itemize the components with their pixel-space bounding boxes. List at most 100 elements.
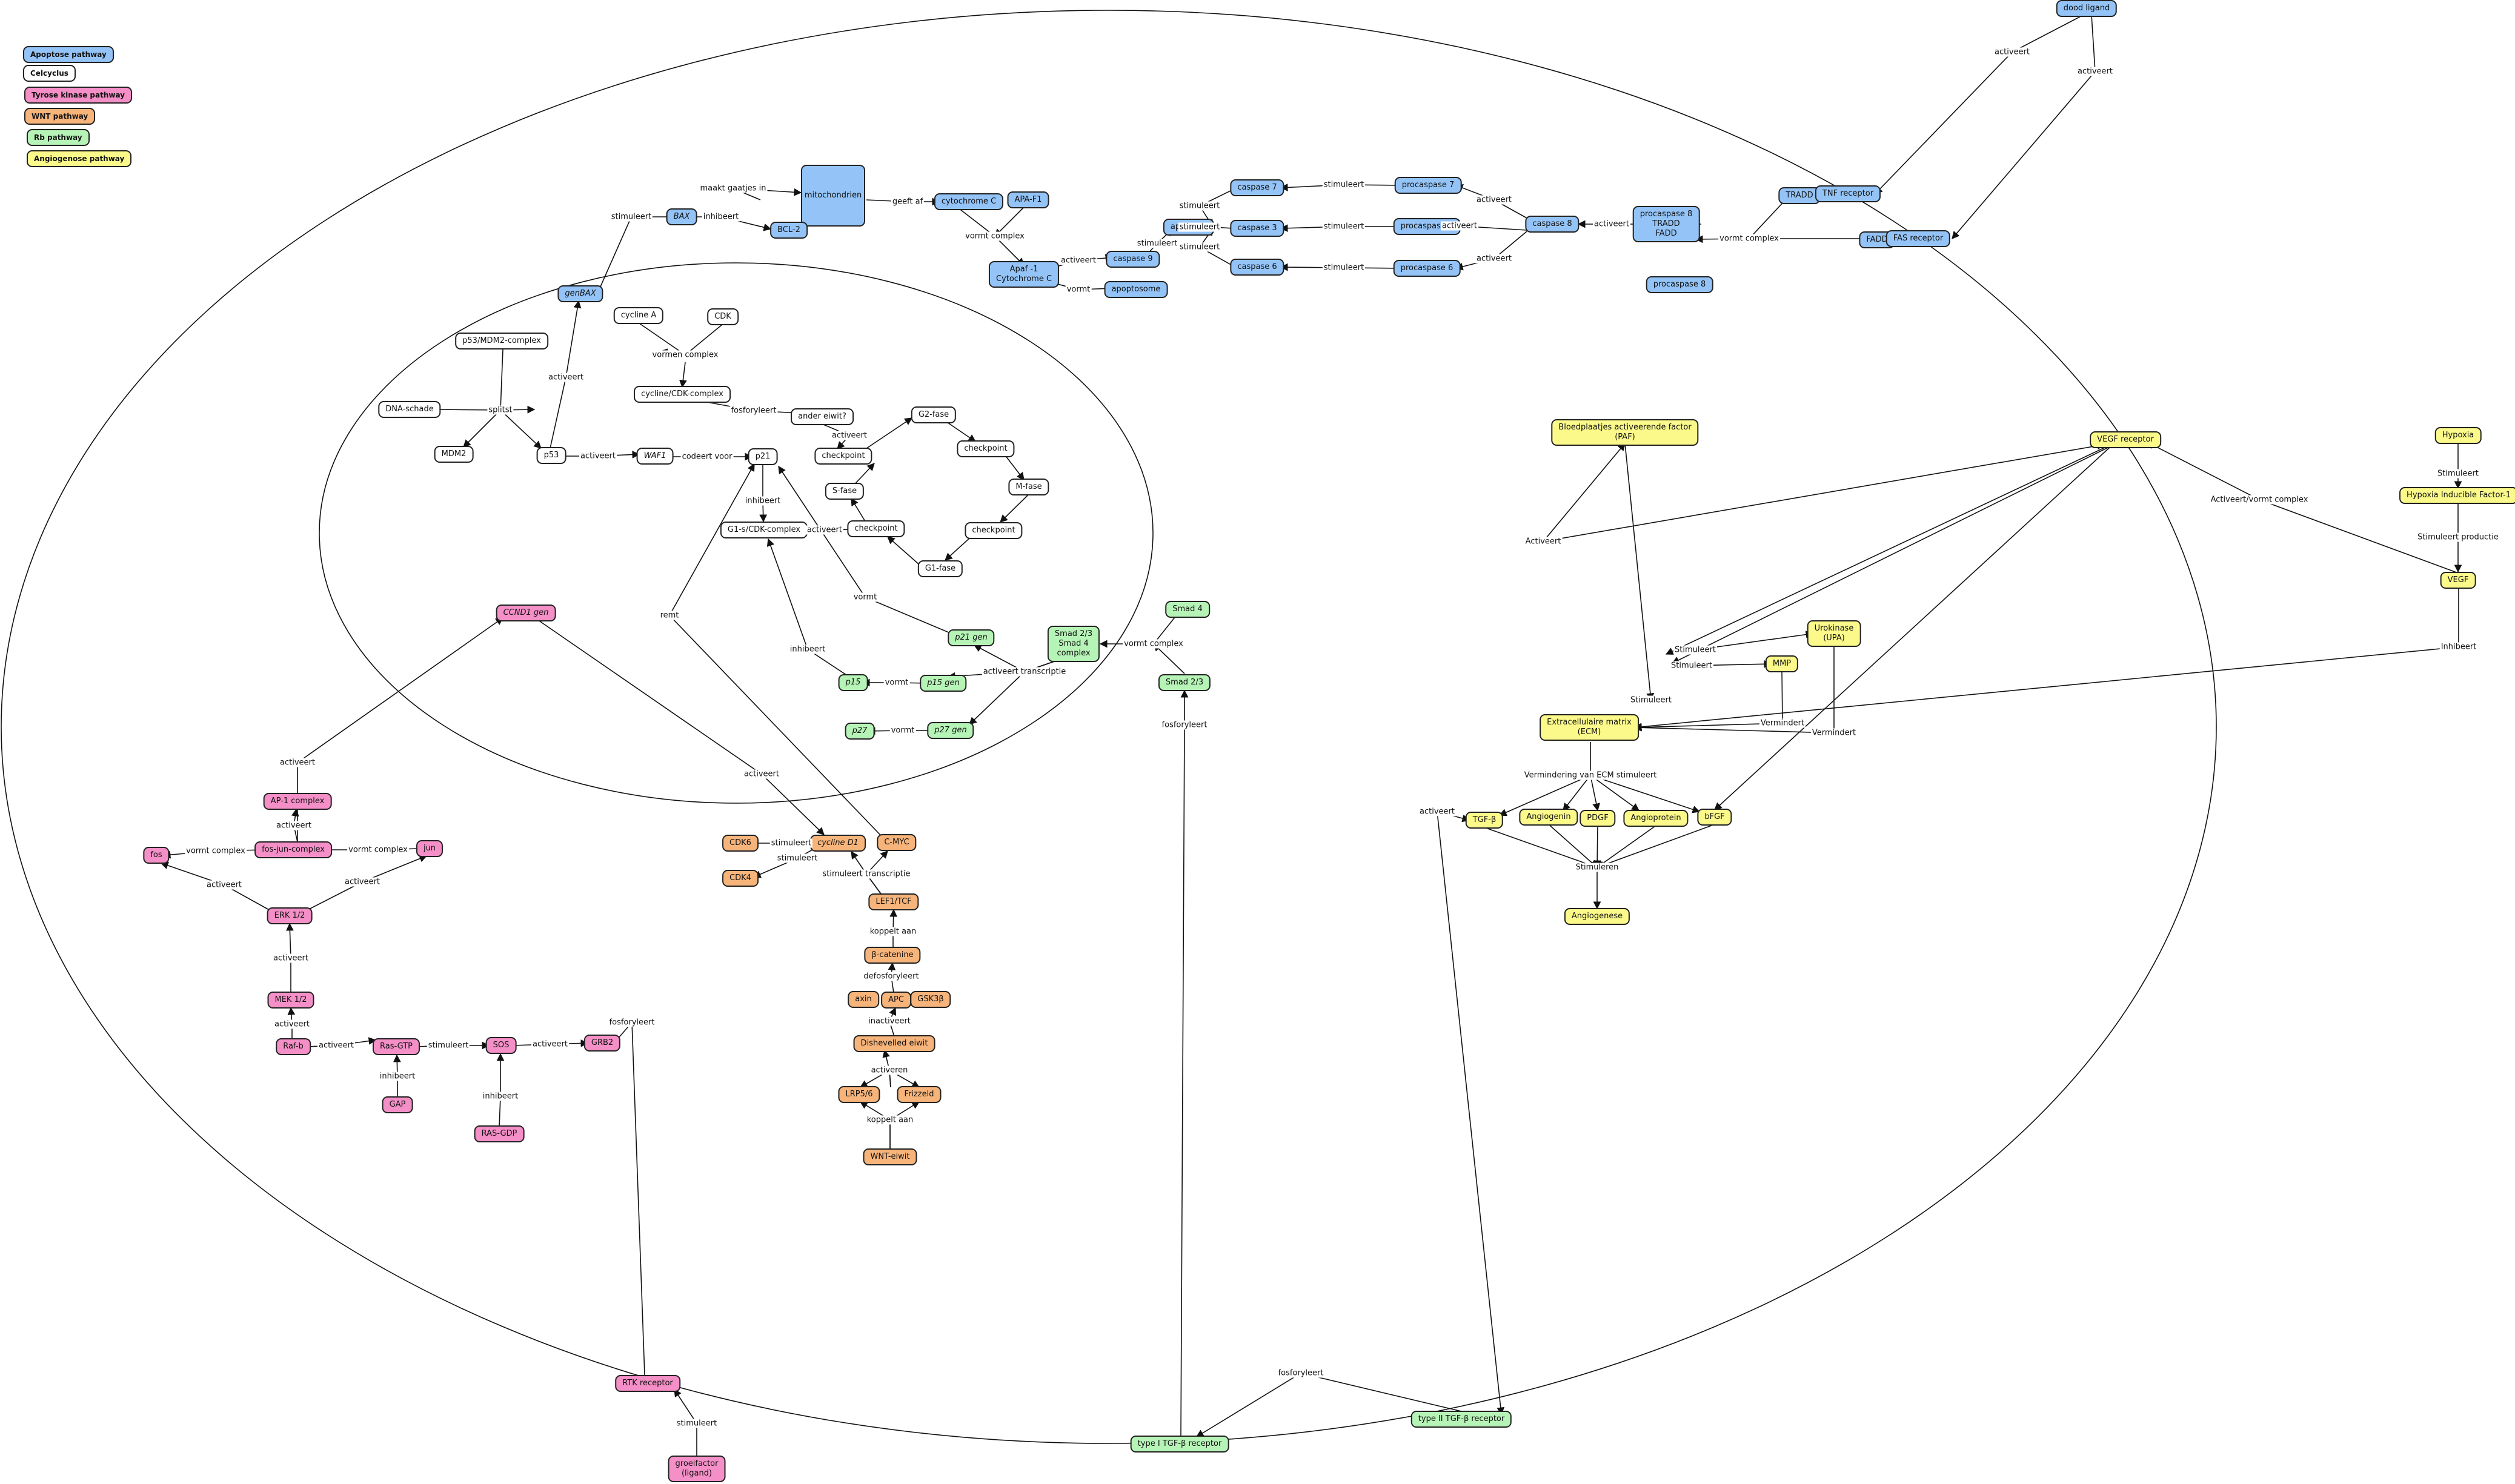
edge-label-vormt: vormt bbox=[883, 678, 910, 687]
edge-arrow-0 bbox=[1875, 14, 2085, 194]
node-cdk6: CDK6 bbox=[722, 835, 759, 852]
edge-label-activeert: activeert bbox=[205, 880, 243, 890]
edge-arrow-54 bbox=[1180, 689, 1189, 1436]
edge-label-activeert-vormt: Activeert/vormt complex bbox=[2209, 495, 2310, 505]
edge-arrow-29 bbox=[500, 409, 542, 449]
edge-label-activeert: activeert bbox=[1475, 195, 1513, 205]
node-g2-fase: G2-fase bbox=[911, 406, 957, 423]
edge-label-codeert-voor: codeert voor bbox=[680, 452, 734, 462]
edge-label-activeert: activeert bbox=[1475, 254, 1513, 263]
node-cytochrome-c: cytochrome C bbox=[934, 193, 1004, 210]
edge-label-vormt-complex: vormt complex bbox=[347, 845, 409, 855]
edge-label-remt: remt bbox=[659, 611, 680, 620]
node-g1-fase: G1-fase bbox=[917, 560, 963, 577]
edge-arrow-18 bbox=[994, 207, 1025, 237]
node-ras-gtp: Ras-GTP bbox=[372, 1038, 420, 1055]
edge-label-vormt: vormt bbox=[852, 592, 879, 602]
edge-label-stimuleert: stimuleert bbox=[776, 853, 819, 863]
node-b-catenine: β-catenine bbox=[864, 947, 921, 964]
node-checkpoint-mg1: checkpoint bbox=[965, 522, 1023, 539]
edge-label-inactiveert: inactiveert bbox=[867, 1016, 912, 1026]
edge-arrow-27 bbox=[463, 349, 503, 448]
edge-label-koppelt-aan: koppelt aan bbox=[868, 927, 918, 936]
edge-arrow-93 bbox=[1633, 586, 2459, 731]
node-urokinase: Urokinase (UPA) bbox=[1807, 620, 1861, 647]
edge-label-fosforyleert: fosforyleert bbox=[608, 1018, 656, 1027]
edge-arrow-104 bbox=[1437, 811, 1505, 1416]
node-cdk4: CDK4 bbox=[722, 870, 759, 887]
edge-label-activeert: activeert bbox=[317, 1041, 355, 1050]
edge-label-Vermindert: Vermindert bbox=[1759, 718, 1806, 728]
edge-label-activeert: activeert bbox=[743, 769, 780, 779]
edge-arrow-68 bbox=[496, 1053, 505, 1127]
node-p53-mdm2: p53/MDM2-complex bbox=[455, 333, 548, 349]
edge-arrow-43 bbox=[854, 463, 875, 485]
edge-label-Inhibeert: Inhibeert bbox=[2439, 642, 2478, 652]
node-jun: jun bbox=[416, 840, 444, 857]
edge-label-activeert: activeert bbox=[344, 877, 381, 887]
node-fos-jun: fos-jun-complex bbox=[254, 841, 332, 858]
edge-label-stimuleert: stimuleert bbox=[769, 838, 813, 848]
node-angioprotein: Angioprotein bbox=[1623, 810, 1689, 827]
node-wnt: WNT-eiwit bbox=[863, 1148, 917, 1165]
edge-label-inhibeert: inhibeert bbox=[743, 496, 782, 506]
edge-label-stimuleert: stimuleert bbox=[1178, 201, 1221, 211]
edge-label-activeert: activeert bbox=[806, 525, 843, 535]
node-apa-f1: APA-F1 bbox=[1007, 191, 1049, 208]
node-apaf1-cytc: Apaf -1 Cytochrome C bbox=[988, 261, 1060, 288]
edge-label-stimuleert: stimuleert bbox=[1322, 222, 1366, 231]
edge-label-activeert: activeert bbox=[2076, 67, 2114, 76]
node-paf: Bloedplaatjes activeerende factor (PAF) bbox=[1551, 419, 1699, 446]
edge-arrow-90 bbox=[2146, 442, 2459, 574]
node-smad-complex: Smad 2/3 Smad 4 complex bbox=[1047, 626, 1100, 662]
node-fas-receptor: FAS receptor bbox=[1885, 230, 1951, 247]
node-bcl2: BCL-2 bbox=[770, 222, 808, 239]
edge-arrow-81 bbox=[889, 1101, 920, 1150]
edge-arrow-69 bbox=[539, 620, 825, 835]
edge-label-geeft-af: geeft af bbox=[891, 197, 925, 207]
node-genbax: genBAX bbox=[557, 285, 603, 302]
node-caspase3: caspase 3 bbox=[1230, 220, 1284, 237]
node-groeifactor: groeifactor (ligand) bbox=[668, 1456, 726, 1482]
node-gap: GAP bbox=[382, 1096, 413, 1113]
edge-arrow-28 bbox=[436, 405, 536, 414]
node-cdk: CDK bbox=[707, 308, 739, 325]
edge-arrow-22 bbox=[598, 213, 674, 291]
node-p21: p21 bbox=[748, 448, 778, 465]
edge-label-vermindering: Vermindering van ECM stimuleert bbox=[1523, 770, 1658, 780]
node-ccnd1-gen: CCND1 gen bbox=[496, 605, 556, 621]
edge-label-Stimuleren: Stimuleren bbox=[1574, 863, 1620, 872]
nucleus-ellipse bbox=[319, 262, 1154, 804]
edge-label-stimuleert: stimuleert bbox=[1178, 222, 1221, 232]
edge-label-fosforyleert: fosforyleert bbox=[1277, 1368, 1325, 1378]
node-raf: Raf-b bbox=[276, 1038, 311, 1055]
legend-item-2: Tyrose kinase pathway bbox=[24, 87, 133, 104]
node-procaspase7: procaspase 7 bbox=[1394, 177, 1462, 194]
edge-label-activeert: activeert bbox=[547, 373, 585, 382]
edge-label-stimuleert-transcriptie: stimuleert transcriptie bbox=[821, 869, 912, 879]
node-smad4: Smad 4 bbox=[1165, 601, 1210, 618]
edge-label-vormt-complex: vormt complex bbox=[1718, 234, 1780, 243]
edge-label-Activeert: Activeert bbox=[1524, 537, 1563, 546]
edge-label-activeert-transcriptie: activeert transcriptie bbox=[982, 667, 1068, 677]
node-p27-gen: p27 gen bbox=[927, 722, 974, 739]
legend-item-5: Angiogenose pathway bbox=[27, 150, 132, 167]
node-mmp: MMP bbox=[1765, 655, 1799, 672]
edge-label-activeert: activeert bbox=[1593, 219, 1630, 229]
node-cycline-cdk: cycline/CDK-complex bbox=[634, 386, 731, 403]
node-frizzeld: Frizzeld bbox=[897, 1086, 942, 1103]
node-gsk3b: GSK3β bbox=[910, 991, 951, 1008]
node-caspase8: caspase 8 bbox=[1525, 216, 1580, 233]
node-checkpoint-top: checkpoint bbox=[814, 448, 872, 465]
edge-label-activeert: activeert bbox=[275, 821, 313, 830]
edge-arrow-42 bbox=[851, 497, 867, 524]
node-caspase6: caspase 6 bbox=[1230, 259, 1284, 276]
edge-arrow-100 bbox=[1590, 775, 1600, 812]
edge-label-fosforyleert: fosforyleert bbox=[1160, 720, 1209, 730]
node-lef1: LEF1/TCF bbox=[868, 893, 919, 910]
node-mek: MEK 1/2 bbox=[267, 992, 314, 1009]
node-dood-ligand: dood ligand bbox=[2056, 0, 2118, 17]
node-p21-gen: p21 gen bbox=[948, 629, 995, 646]
edge-label-activeert: activeert bbox=[1993, 47, 2031, 57]
node-vegf-receptor: VEGF receptor bbox=[2090, 431, 2161, 448]
